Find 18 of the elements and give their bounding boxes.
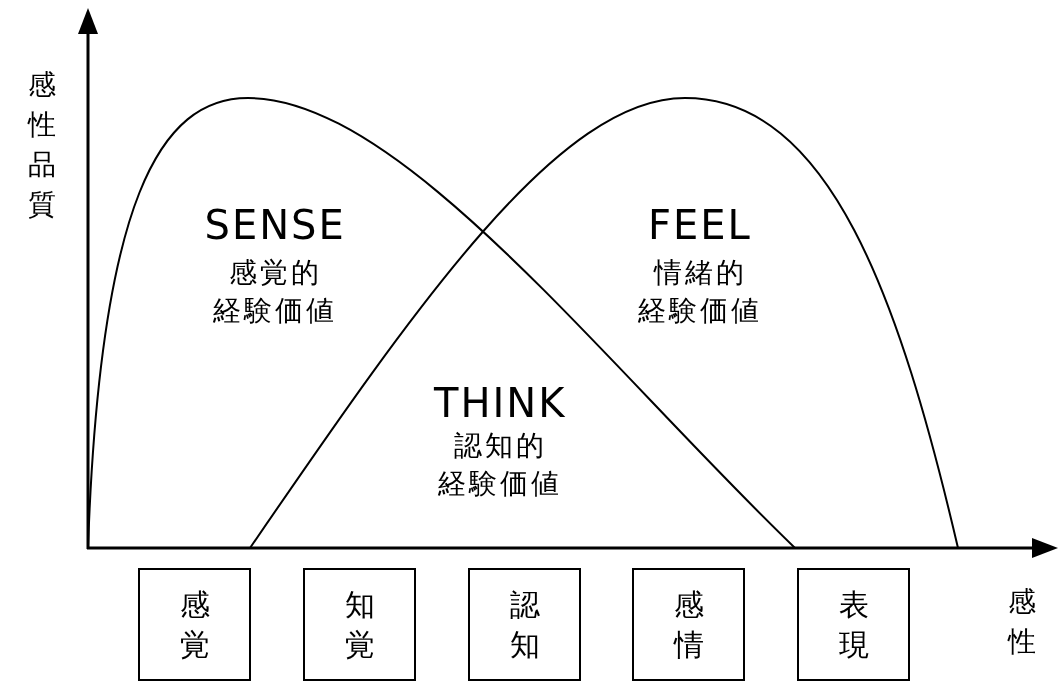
region-title: SENSE <box>204 205 346 245</box>
region-description: 情緒的経験価値 <box>638 255 762 329</box>
region-description: 認知的経験価値 <box>438 428 562 502</box>
stage-box <box>303 568 416 681</box>
region-title: THINK <box>434 383 567 423</box>
region-description: 感覚的経験価値 <box>213 255 337 329</box>
stage-box <box>138 568 251 681</box>
region-title: FEEL <box>648 205 752 245</box>
stage-box <box>468 568 581 681</box>
axis-title: 感性 <box>1008 584 1036 660</box>
axis-title: 感性品質 <box>28 67 56 223</box>
stage-label: 感情 <box>673 585 704 664</box>
stage-label: 認知 <box>509 585 540 664</box>
stage-label: 知覚 <box>344 585 375 664</box>
stage-box <box>797 568 910 681</box>
stage-box <box>632 568 745 681</box>
stage-label: 感覚 <box>179 585 210 664</box>
stage-label: 表現 <box>838 585 869 664</box>
